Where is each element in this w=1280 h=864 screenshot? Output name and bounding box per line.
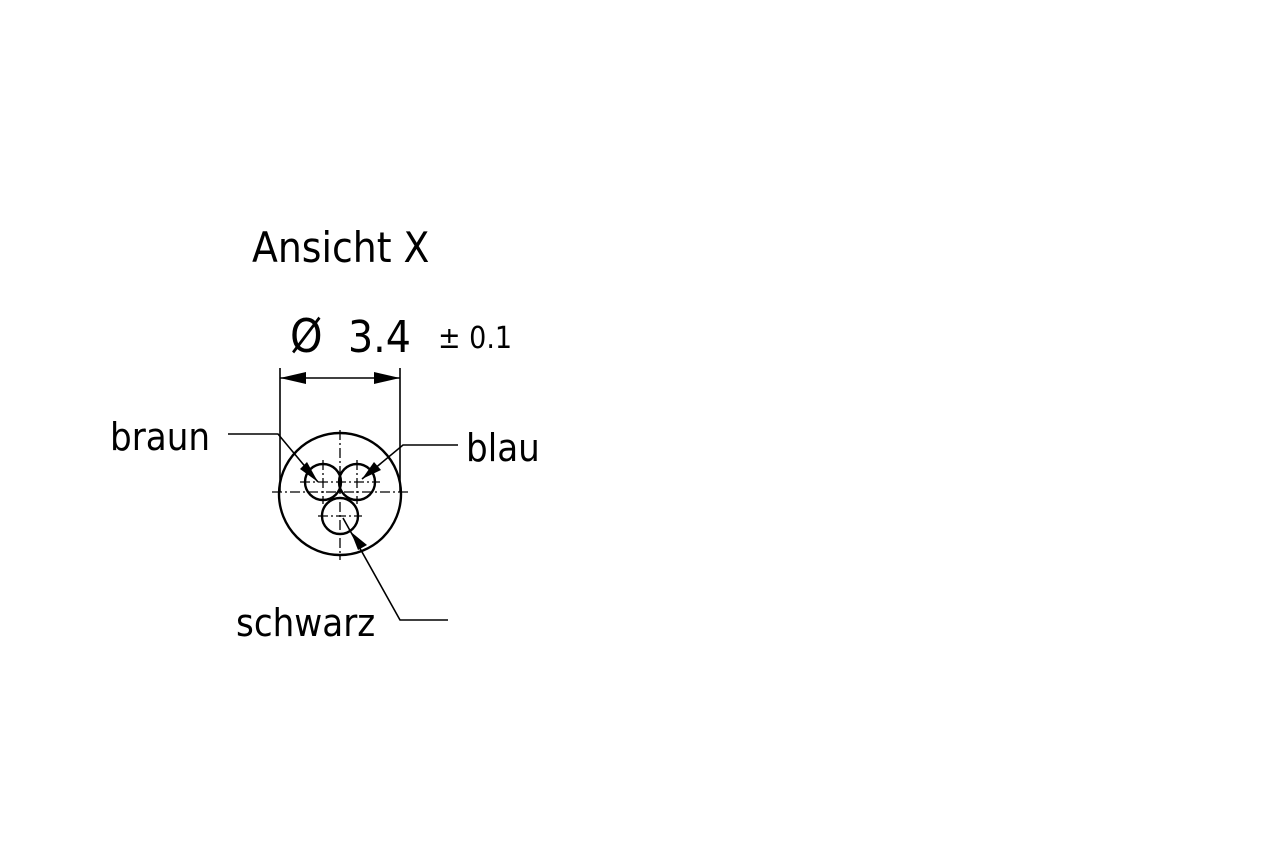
label-blue: blau (466, 426, 540, 470)
label-brown: braun (110, 415, 210, 459)
view-title: Ansicht X (252, 223, 429, 272)
leader-arrow-black (351, 532, 367, 550)
leader-line-black (342, 517, 448, 621)
diameter-tolerance: ± 0.1 (438, 321, 512, 356)
diameter-symbol: Ø (290, 309, 323, 363)
label-black: schwarz (236, 601, 375, 645)
dimension-arrow-right (374, 372, 400, 384)
leader-arrow-blue (362, 462, 381, 479)
leader-arrow-brown (300, 462, 318, 482)
diameter-value: 3.4 (348, 312, 411, 363)
leader-line-brown (228, 433, 319, 483)
leader-line-blue (361, 444, 458, 480)
dimension-arrow-left (280, 372, 306, 384)
